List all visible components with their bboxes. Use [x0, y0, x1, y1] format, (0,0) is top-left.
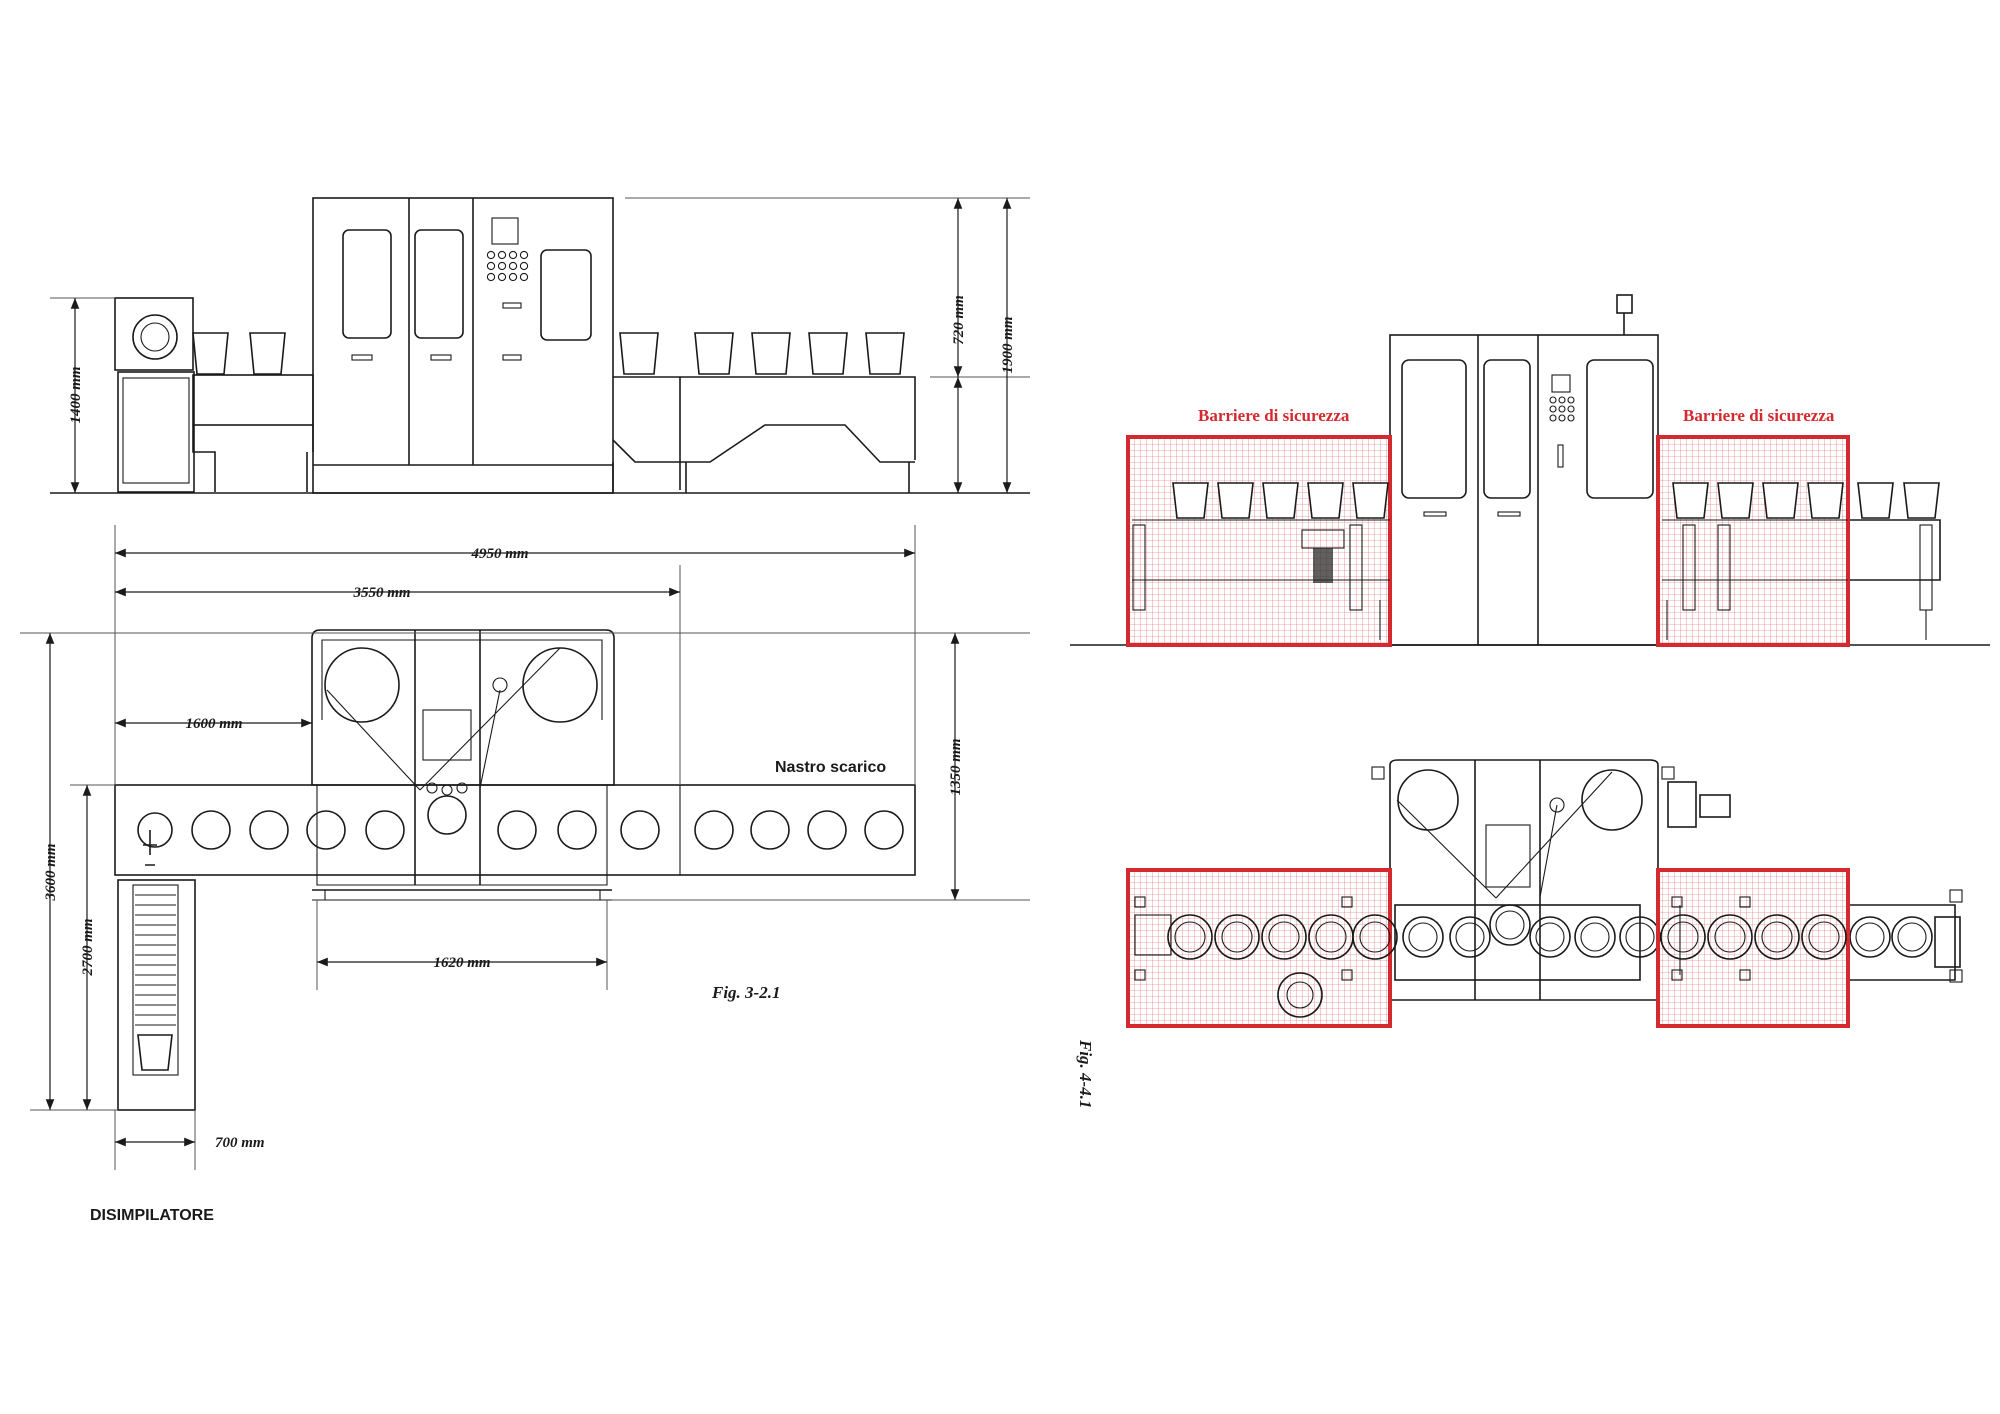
right-plan-view	[1371, 759, 1963, 1001]
left-elevation-view	[50, 197, 1030, 494]
left-plan-dimensions: 4950 mm 3550 mm 1600 mm Nastro scarico 1…	[20, 525, 1030, 1224]
left-elevation-dimensions: 1400 mm 720 mm 1900 mm	[50, 197, 1030, 493]
safety-barrier-right-elevation: Barriere di sicurezza	[1656, 406, 1850, 647]
dim-1600: 1600 mm	[185, 716, 242, 732]
safety-barrier-left-plan	[1126, 868, 1398, 1028]
conveyor-label: Nastro scarico	[775, 759, 886, 776]
dim-1400: 1400 mm	[68, 366, 84, 423]
stack-lines	[135, 894, 176, 1026]
dim-1350: 1350 mm	[948, 738, 964, 795]
dim-2700: 2700 mm	[80, 918, 96, 976]
dim-1620: 1620 mm	[433, 955, 490, 971]
dim-720: 720 mm	[951, 295, 967, 345]
barrier-label-left: Barriere di sicurezza	[1198, 406, 1350, 425]
safety-barrier-left-elevation: Barriere di sicurezza	[1126, 406, 1392, 647]
safety-barrier-right-plan	[1656, 868, 1850, 1028]
control-buttons	[486, 250, 529, 282]
dim-3600: 3600 mm	[43, 843, 59, 901]
barrier-label-right: Barriere di sicurezza	[1683, 406, 1835, 425]
fig-right-caption: Fig. 4-4.1	[1076, 1039, 1095, 1108]
dim-4950: 4950 mm	[470, 546, 528, 562]
left-plan-view	[114, 629, 916, 1111]
dim-3550: 3550 mm	[352, 585, 410, 601]
control-buttons-right	[1549, 396, 1575, 422]
dim-1900: 1900 mm	[1000, 316, 1016, 373]
right-plan-containers	[1402, 904, 1933, 958]
destacker-label: DISIMPILATORE	[90, 1207, 214, 1224]
dim-700: 700 mm	[215, 1135, 265, 1151]
fig-left-caption: Fig. 3-2.1	[711, 983, 780, 1002]
